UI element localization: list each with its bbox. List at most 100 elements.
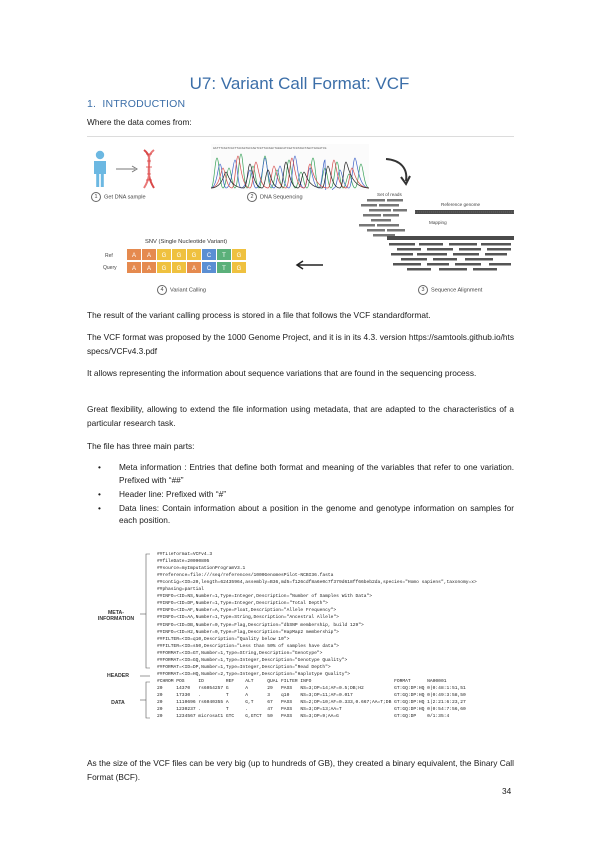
list-item: •Meta information : Entries that define … — [98, 462, 514, 485]
vcf-line: 20 1110696 rs6040355 A G,T 67 PASS NS=2;… — [157, 700, 466, 706]
step-number-3: 3 — [418, 285, 428, 295]
chromatogram-image: GATTTCAGTCGCTTACAGTGCCAGTCGTTACAGCTAGGCA… — [211, 144, 369, 190]
step-number-2: 2 — [247, 192, 257, 202]
ref-base-box — [187, 249, 201, 260]
query-base-letter: A — [192, 266, 196, 272]
bullet-icon: • — [98, 462, 101, 472]
vcf-line: ##INFO=<ID=AA,Number=1,Type=String,Descr… — [157, 615, 339, 621]
vcf-line: ##FORMAT=<ID=HQ,Number=2,Type=Integer,De… — [157, 671, 350, 677]
ref-base-letter: C — [207, 253, 212, 259]
label-meta-information: META- INFORMATION — [97, 610, 135, 622]
vcf-line: ##contig=<ID=20,length=62435964,assembly… — [157, 580, 477, 586]
query-base-box — [202, 262, 216, 273]
curved-arrow-icon — [385, 158, 411, 186]
label-header: HEADER — [107, 673, 129, 679]
paragraph-flexibility: Great flexibility, allowing to extend th… — [87, 404, 514, 428]
vcf-line: ##fileDate=20090805 — [157, 559, 210, 565]
query-base-letter: G — [237, 266, 242, 272]
label-set-of-reads: Set of reads — [377, 192, 402, 197]
ref-base-box — [202, 249, 216, 260]
vcf-line: ##phasing=partial — [157, 587, 204, 593]
snv-title: SNV (Single Nucleotide Variant) — [145, 239, 228, 245]
ref-label: Ref — [105, 253, 113, 259]
aligned-reads-image — [387, 236, 514, 271]
vcf-file-sample: ##fileformat=VCFv4.3##fileDate=20090805#… — [147, 552, 514, 724]
ref-base-letter: A — [132, 253, 136, 259]
query-label: Query — [103, 265, 117, 271]
vcf-line: #CHROM POS ID REF ALT QUAL FILTER INFO F… — [157, 678, 447, 684]
ref-base-letter: G — [177, 253, 182, 259]
label-data: DATA — [111, 700, 125, 706]
query-base-letter: A — [147, 266, 151, 272]
vcf-brackets — [140, 553, 150, 719]
vcf-line: ##FORMAT=<ID=DP,Number=1,Type=Integer,De… — [157, 664, 331, 670]
query-base-box — [172, 262, 186, 273]
vcf-line: ##INFO=<ID=H2,Number=0,Type=Flag,Descrip… — [157, 629, 339, 635]
vcf-line: ##FORMAT=<ID=GT,Number=1,Type=String,Des… — [157, 650, 323, 656]
query-base-box — [127, 262, 141, 273]
section-title: INTRODUCTION — [102, 98, 186, 110]
label-mapping: Mapping — [429, 220, 447, 225]
ref-base-letter: G — [162, 253, 167, 259]
vcf-line: ##INFO=<ID=AF,Number=A,Type=Float,Descri… — [157, 608, 337, 614]
query-base-letter: A — [132, 266, 136, 272]
vcf-line: 20 17330 . T A 3 q10 NS=3;DP=11;AF=0.017… — [157, 693, 466, 698]
ref-base-letter: G — [237, 253, 242, 259]
reads-image — [359, 199, 407, 237]
section-heading: 1. INTRODUCTION — [87, 98, 185, 110]
ref-base-box — [127, 249, 141, 260]
person-icon — [94, 150, 106, 187]
step-number-4: 4 — [157, 285, 167, 295]
vcf-line: ##INFO=<ID=DP,Number=1,Type=Integer,Desc… — [157, 601, 328, 607]
vcf-line: ##INFO=<ID=DB,Number=0,Type=Flag,Descrip… — [157, 622, 364, 628]
ref-base-box — [172, 249, 186, 260]
label-reference-genome: Reference genome — [441, 202, 481, 207]
ref-base-box — [142, 249, 156, 260]
bullet-icon: • — [98, 488, 101, 499]
query-base-letter: T — [222, 266, 226, 272]
query-base-letter: C — [207, 266, 212, 272]
vcf-line: ##FORMAT=<ID=GQ,Number=1,Type=Integer,De… — [157, 657, 348, 663]
vcf-line: ##FILTER=<ID=s50,Description="Less than … — [157, 643, 339, 649]
paragraph-bcf: As the size of the VCF files can be very… — [87, 758, 514, 782]
ref-base-letter: G — [192, 253, 197, 259]
ref-base-letter: A — [147, 253, 151, 259]
vcf-line: 20 14370 rs6054257 G A 29 PASS NS=3;DP=1… — [157, 685, 466, 691]
paragraph-three-parts: The file has three main parts: — [87, 441, 195, 451]
page-title: U7: Variant Call Format: VCF — [189, 74, 410, 93]
step-number-1: 1 — [91, 192, 101, 202]
vcf-line: 20 1234567 microsat1 GTC G,GTCT 50 PASS … — [157, 714, 450, 720]
ref-base-box — [217, 249, 231, 260]
query-base-box — [217, 262, 231, 273]
vcf-line: ##fileformat=VCFv4.3 — [157, 552, 213, 557]
query-base-letter: G — [177, 266, 182, 272]
vcf-line: ##source=myImputationProgramV3.1 — [157, 566, 246, 572]
vcf-line: ##reference=file:///seq/references/1000G… — [157, 573, 334, 579]
ref-base-letter: T — [222, 253, 226, 259]
ref-base-box — [232, 249, 246, 260]
bullet-icon: • — [98, 502, 101, 513]
list-item: •Header line: Prefixed with “#” — [98, 488, 226, 499]
ref-base-box — [157, 249, 171, 260]
query-base-box — [232, 262, 246, 273]
vcf-line: 20 1230237 . T . 47 PASS NS=3;DP=13;AA=T… — [157, 707, 466, 713]
query-base-box — [187, 262, 201, 273]
dna-helix-icon — [143, 149, 155, 189]
arrow-right-icon — [116, 165, 138, 173]
query-base-box — [142, 262, 156, 273]
vcf-line: ##INFO=<ID=NS,Number=1,Type=Integer,Desc… — [157, 594, 373, 600]
section-number: 1. — [87, 98, 97, 110]
reference-genome-bar — [415, 210, 514, 214]
query-base-box — [157, 262, 171, 273]
vcf-line: ##FILTER=<ID=q10,Description="Quality be… — [157, 636, 290, 642]
list-item: •Data lines: Contain information about a… — [98, 502, 514, 526]
paragraph-representing: It allows representing the information a… — [87, 368, 477, 378]
parts-list: •Meta information : Entries that define … — [87, 461, 514, 528]
paragraph-result: The result of the variant calling proces… — [87, 310, 431, 320]
paragraph-proposed: The VCF format was proposed by the 1000 … — [87, 332, 514, 356]
